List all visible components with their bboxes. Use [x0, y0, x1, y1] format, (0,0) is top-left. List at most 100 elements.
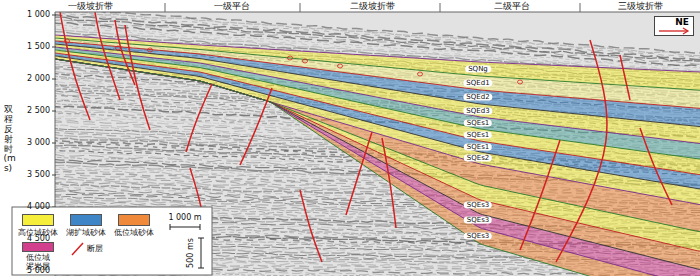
sequence-label: SQEs2	[464, 155, 492, 162]
scale-label: 500 ms	[187, 238, 195, 268]
fault-line	[346, 132, 372, 215]
fault-line	[125, 25, 150, 130]
legend-label: 低位域砂体	[114, 229, 154, 237]
sequence-label: SQEs1	[464, 120, 492, 127]
scale-tick	[198, 268, 204, 269]
fault-line	[60, 12, 90, 120]
tick-label: 1 500	[27, 43, 50, 51]
sequence-label: SQEs3	[464, 202, 492, 209]
sequence-label: SQNg	[465, 66, 491, 73]
axis-title: 双程反射时 (ms)	[4, 105, 13, 174]
horizon-line	[55, 59, 700, 206]
fault-line	[520, 140, 560, 250]
scale-label: 500 ms	[187, 238, 195, 268]
axis-tick	[52, 111, 56, 112]
sand-marker	[303, 59, 308, 63]
scale-tick	[170, 224, 171, 230]
zone-label: 一级坡折带	[68, 2, 113, 11]
sand-marker	[418, 72, 423, 76]
horizon-line	[55, 50, 700, 160]
legend-swatch	[70, 214, 102, 226]
seismic-plot	[55, 12, 700, 276]
fault-line	[240, 88, 272, 165]
horizon-line	[55, 41, 700, 109]
sequence-label: SQEd2	[463, 94, 492, 101]
sand-marker	[65, 39, 70, 43]
zone-divider	[580, 3, 581, 12]
legend-label: 高位域砂体	[18, 229, 58, 237]
sequence-label: SQEs3	[464, 217, 492, 224]
sequence-label: SQEd3	[463, 108, 492, 115]
horizon-line	[55, 38, 700, 91]
fault-line	[300, 190, 322, 262]
sand-layer	[55, 56, 700, 206]
sequence-label: SQEs3	[464, 233, 492, 240]
fault-line	[556, 40, 607, 262]
direction-arrow	[659, 30, 687, 31]
zone-label: 二级平台	[494, 2, 530, 11]
fault-line	[640, 128, 672, 205]
sequence-label: SQEd2	[463, 94, 492, 101]
zone-label: 二级平台	[494, 2, 530, 11]
direction-box: NE	[654, 16, 694, 36]
direction-arrow	[683, 28, 688, 34]
direction-arrow	[655, 27, 693, 35]
legend-label: 低位域泥岩层	[25, 254, 51, 272]
sequence-label: SQEd3	[463, 108, 492, 115]
sand-marker	[148, 48, 153, 52]
zone-label: 二级坡折带	[350, 2, 395, 11]
zone-divider	[300, 3, 301, 12]
zone-divider	[165, 3, 166, 12]
sequence-label: SQEs1	[464, 132, 492, 139]
sand-marker	[338, 64, 343, 68]
horizon-line	[55, 44, 700, 127]
horizon-line	[55, 59, 700, 232]
legend-entry: 低位域砂体	[114, 229, 154, 237]
tick-label: 2 000	[27, 75, 50, 83]
legend-entry: 断层	[87, 245, 103, 253]
tick-label: 4 000	[27, 203, 50, 211]
tick-label: 1 000	[27, 11, 50, 19]
tick-label: 2 500	[27, 107, 50, 115]
sand-marker	[518, 80, 523, 84]
zone-bar-line	[55, 12, 700, 13]
fault-line	[115, 20, 135, 85]
sequence-label: SQEs1	[464, 120, 492, 127]
tick-label: 2 500	[27, 107, 50, 115]
axis-tick	[52, 79, 56, 80]
sequence-label: SQNg	[465, 66, 491, 73]
sand-marker	[116, 46, 121, 50]
fault-line	[620, 55, 630, 100]
zone-label: 三级坡折带	[618, 2, 663, 11]
scale-label: 1 000 m	[168, 214, 201, 222]
sequence-label: SQEd1	[463, 80, 492, 87]
scale-tick	[198, 238, 204, 239]
scale-tick	[200, 224, 201, 230]
zone-label: 二级坡折带	[350, 2, 395, 11]
zone-label: 一级平台	[214, 2, 250, 11]
sequence-label: SQEd1	[463, 80, 492, 87]
zone-bar	[0, 0, 700, 12]
sequence-label: SQEs1	[464, 144, 492, 151]
zone-label: 一级平台	[214, 2, 250, 11]
legend-entry: 湖扩域砂体	[66, 229, 106, 237]
zone-divider	[440, 3, 441, 12]
tick-label: 3 500	[27, 171, 50, 179]
legend-swatch	[118, 214, 150, 226]
tick-label: 3 000	[27, 139, 50, 147]
legend-entry: 高位域砂体	[18, 229, 58, 237]
scale-label: 1 000 m	[168, 214, 201, 222]
tick-label: 1 500	[27, 43, 50, 51]
legend-swatch	[22, 242, 54, 252]
axis-tick	[52, 143, 56, 144]
sequence-label: SQEs1	[464, 132, 492, 139]
sequence-label: SQEs3	[464, 202, 492, 209]
legend-entry: 低位域泥岩层	[25, 254, 51, 272]
sand-marker	[288, 56, 293, 60]
scale-bar	[201, 238, 202, 268]
sequence-label: SQEs3	[464, 217, 492, 224]
axis-tick	[52, 47, 56, 48]
tick-label: 3 000	[27, 139, 50, 147]
axis-tick	[52, 175, 56, 176]
sequence-label: SQEs1	[464, 144, 492, 151]
